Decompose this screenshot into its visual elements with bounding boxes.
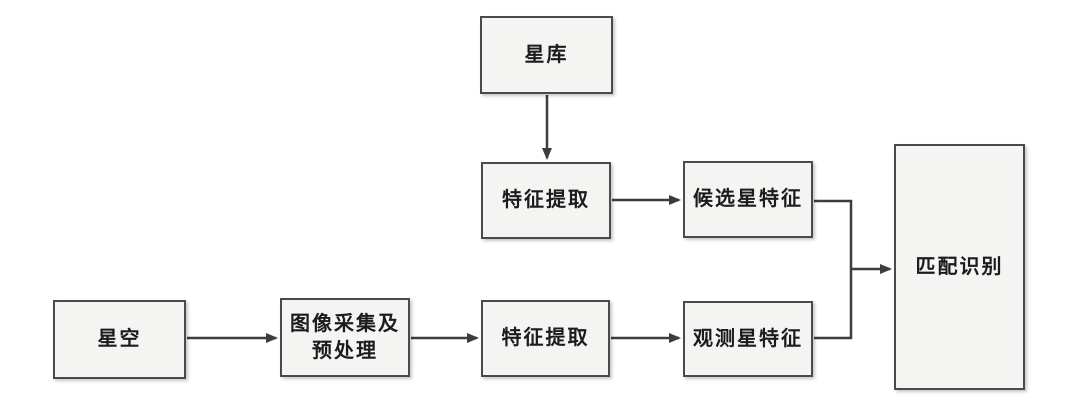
node-star-sky: 星空 [53,300,186,379]
node-feature-extraction-observed: 特征提取 [481,300,610,377]
node-image-acquisition-preprocessing: 图像采集及 预处理 [280,298,410,377]
node-observed-star-features: 观测星特征 [683,301,813,377]
node-matching-recognition: 匹配识别 [894,144,1025,390]
node-star-catalog: 星库 [480,16,613,94]
node-candidate-star-features: 候选星特征 [683,161,813,238]
edge-merge-bracket [814,199,853,340]
node-feature-extraction-catalog: 特征提取 [481,162,611,239]
